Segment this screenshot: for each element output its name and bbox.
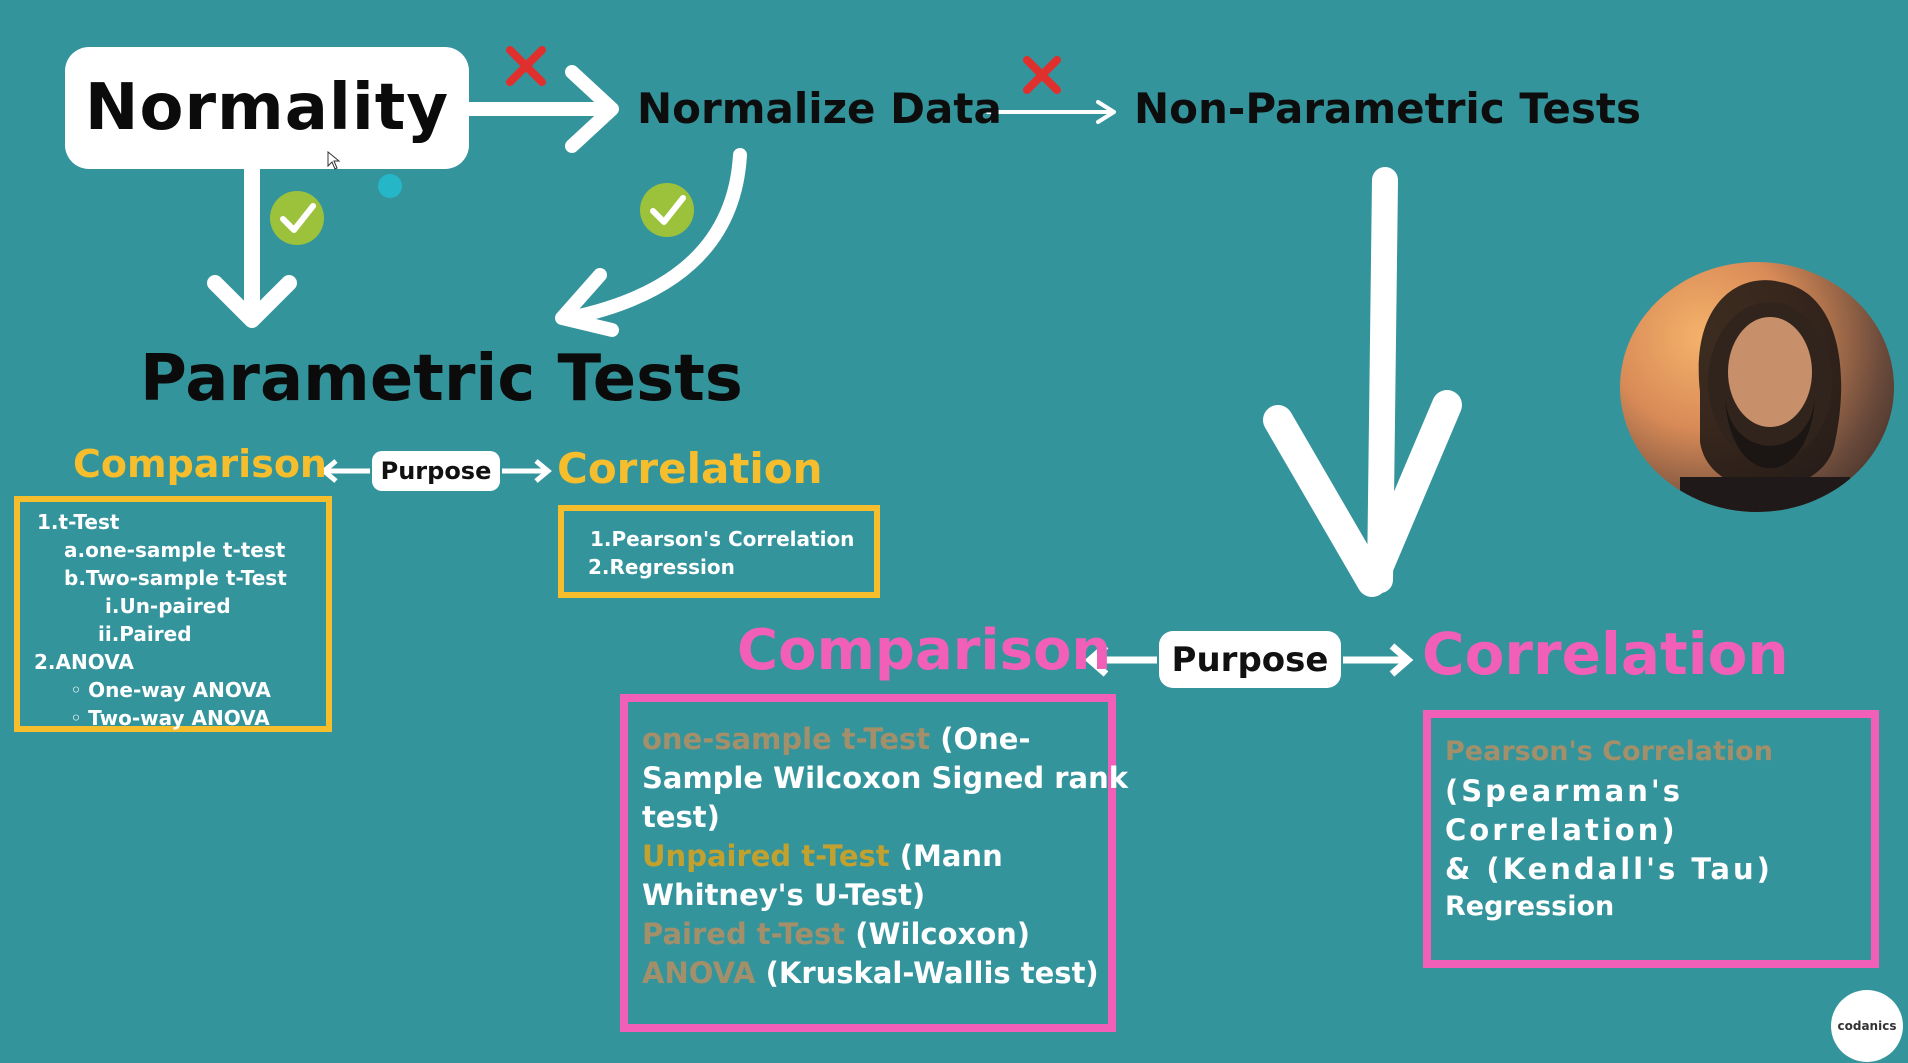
list-item: Unpaired t-Test (Mann [642,839,1003,873]
list-item: ANOVA (Kruskal-Wallis test) [642,956,1099,990]
arrow-normalize-to-nonparametric [986,100,1116,124]
list-item: test) [642,800,720,834]
non-parametric-title: Non-Parametric Tests [1134,84,1641,133]
list-item: i.Un-paired [105,594,231,618]
list-item: & (Kendall's Tau) [1445,852,1773,886]
codanics-logo: codanics [1831,990,1903,1062]
arrow-normality-to-normalize [463,65,619,153]
parametric-correlation-label: Correlation [557,444,823,493]
list-item: 1.t-Test [37,510,120,534]
list-item: Regression [1445,891,1615,922]
check-icon [270,191,324,245]
list-item: ◦ Two-way ANOVA [70,706,270,730]
list-item: Whitney's U-Test) [642,878,926,912]
parametric-purpose-badge: Purpose [372,451,500,491]
logo-text: codanics [1837,1019,1897,1033]
arrow-nonparametric-down [1263,167,1462,597]
cross-icon [1023,56,1061,94]
arrow-normalize-to-parametric [555,148,747,337]
arrow-right-purpose [1084,643,1414,677]
arrow-normality-to-parametric [207,162,297,328]
arrow-left-purpose [320,459,552,483]
nonparametric-correlation-box: Pearson's Correlation (Spearman's Correl… [1423,710,1879,968]
nonparametric-purpose-badge: Purpose [1159,631,1341,688]
nonparametric-comparison-label: Comparison [737,618,1112,683]
list-item: 2.Regression [588,555,735,579]
presenter-image [1680,280,1850,512]
list-item: b.Two-sample t-Test [64,566,287,590]
list-item: (Spearman's [1445,774,1684,808]
list-item: Paired t-Test (Wilcoxon) [642,917,1031,951]
pointer-dot [378,174,402,198]
parametric-comparison-box: 1.t-Test a.one-sample t-test b.Two-sampl… [14,496,332,732]
list-item: Correlation) [1445,813,1678,847]
normality-box: Normality [65,47,469,169]
list-item: one-sample t-Test (One- [642,722,1031,756]
normality-title: Normality [84,71,450,145]
normalize-data-label: Normalize Data [637,84,1002,133]
list-item: ◦ One-way ANOVA [70,678,271,702]
list-item: a.one-sample t-test [64,538,286,562]
parametric-correlation-box: 1.Pearson's Correlation 2.Regression [558,505,880,598]
nonparametric-comparison-box: one-sample t-Test (One- Sample Wilcoxon … [620,694,1128,1032]
cursor-icon [327,151,341,170]
check-icon [640,183,694,237]
list-item: 1.Pearson's Correlation [590,527,855,551]
list-item: Sample Wilcoxon Signed rank [642,761,1129,795]
presenter-avatar [1620,262,1894,512]
cross-icon [506,46,546,86]
parametric-title: Parametric Tests [140,342,743,416]
list-item: 2.ANOVA [34,650,134,674]
parametric-comparison-label: Comparison [73,442,327,486]
list-item: ii.Paired [98,622,192,646]
list-item: Pearson's Correlation [1445,736,1773,767]
nonparametric-correlation-label: Correlation [1422,620,1789,688]
